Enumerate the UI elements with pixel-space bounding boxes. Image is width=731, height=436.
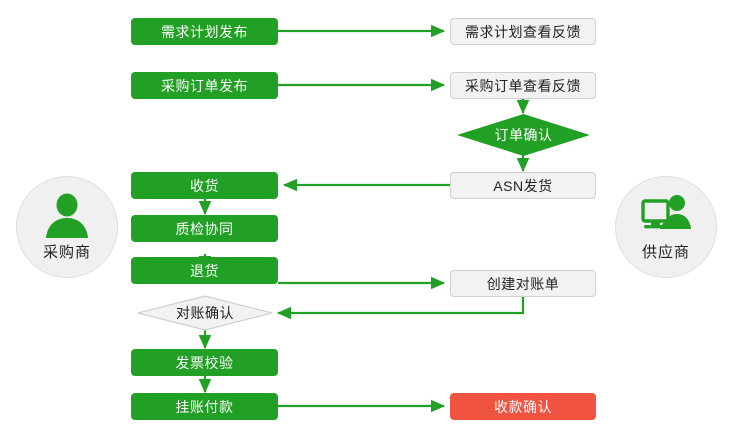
node-pending-payment-label: 挂账付款 <box>175 398 234 415</box>
node-asn-ship-label: ASN发货 <box>493 177 553 194</box>
node-demand-plan-publish-label: 需求计划发布 <box>161 23 248 40</box>
actor-buyer[interactable]: 采购商 <box>16 176 118 278</box>
diamond-shape-order-confirm <box>457 114 590 156</box>
node-return-goods[interactable]: 退货 <box>131 257 278 284</box>
edge-create-statement-to-statement-confirm <box>276 297 525 320</box>
person-at-computer-icon <box>641 194 691 229</box>
node-demand-plan-feedback-label: 需求计划查看反馈 <box>465 23 581 40</box>
node-quality-collab-label: 质检协同 <box>175 220 234 237</box>
node-statement-confirm[interactable]: 对账确认 <box>137 295 273 331</box>
node-return-goods-label: 退货 <box>190 262 219 279</box>
node-order-confirm[interactable]: 订单确认 <box>457 114 590 156</box>
node-create-statement-label: 创建对账单 <box>486 275 560 292</box>
node-invoice-check[interactable]: 发票校验 <box>131 349 278 376</box>
node-po-publish-label: 采购订单发布 <box>161 77 248 94</box>
node-po-feedback[interactable]: 采购订单查看反馈 <box>450 72 596 99</box>
person-icon <box>46 193 88 238</box>
node-statement-confirm-label: 对账确认 <box>176 305 234 321</box>
node-payment-confirm[interactable]: 收款确认 <box>450 393 596 420</box>
node-quality-collab[interactable]: 质检协同 <box>131 215 278 242</box>
node-demand-plan-feedback[interactable]: 需求计划查看反馈 <box>450 18 596 45</box>
node-order-confirm-label: 订单确认 <box>494 127 553 143</box>
actor-supplier[interactable]: 供应商 <box>615 176 717 278</box>
node-receive-goods-label: 收货 <box>190 177 219 194</box>
node-receive-goods[interactable]: 收货 <box>131 172 278 199</box>
node-demand-plan-publish[interactable]: 需求计划发布 <box>131 18 278 45</box>
node-payment-confirm-label: 收款确认 <box>494 398 552 415</box>
node-invoice-check-label: 发票校验 <box>175 354 234 371</box>
actor-supplier-label: 供应商 <box>641 243 690 261</box>
node-po-publish[interactable]: 采购订单发布 <box>131 72 278 99</box>
node-pending-payment[interactable]: 挂账付款 <box>131 393 278 420</box>
node-po-feedback-label: 采购订单查看反馈 <box>465 77 581 94</box>
actor-buyer-label: 采购商 <box>42 243 91 261</box>
node-create-statement[interactable]: 创建对账单 <box>450 270 596 297</box>
node-asn-ship[interactable]: ASN发货 <box>450 172 596 199</box>
